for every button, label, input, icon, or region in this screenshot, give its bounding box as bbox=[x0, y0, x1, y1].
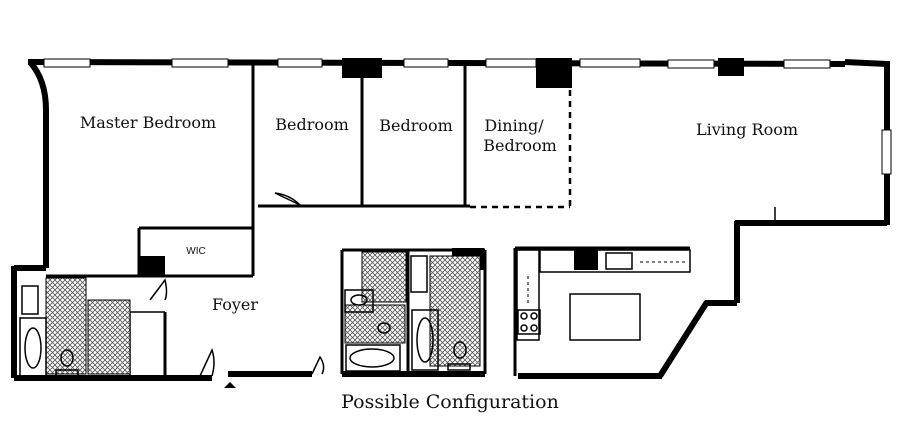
plan-caption: Possible Configuration bbox=[341, 391, 559, 413]
master-bedroom-label: Master Bedroom bbox=[80, 113, 216, 132]
master-bath bbox=[19, 277, 131, 377]
second-bath bbox=[344, 251, 481, 372]
dining-label-line1: Dining/ bbox=[484, 116, 544, 135]
wic-label: WIC bbox=[186, 246, 205, 257]
kitchen bbox=[516, 207, 776, 341]
dining-label-line2: Bedroom bbox=[483, 136, 557, 155]
entry-marker bbox=[224, 382, 236, 388]
bedroom-1-label: Bedroom bbox=[275, 115, 349, 134]
living-room-label: Living Room bbox=[696, 120, 798, 139]
bedroom-2-label: Bedroom bbox=[379, 116, 453, 135]
interior-walls bbox=[46, 64, 690, 378]
windows bbox=[43, 58, 892, 175]
foyer-label: Foyer bbox=[212, 295, 258, 314]
columns bbox=[139, 58, 744, 276]
